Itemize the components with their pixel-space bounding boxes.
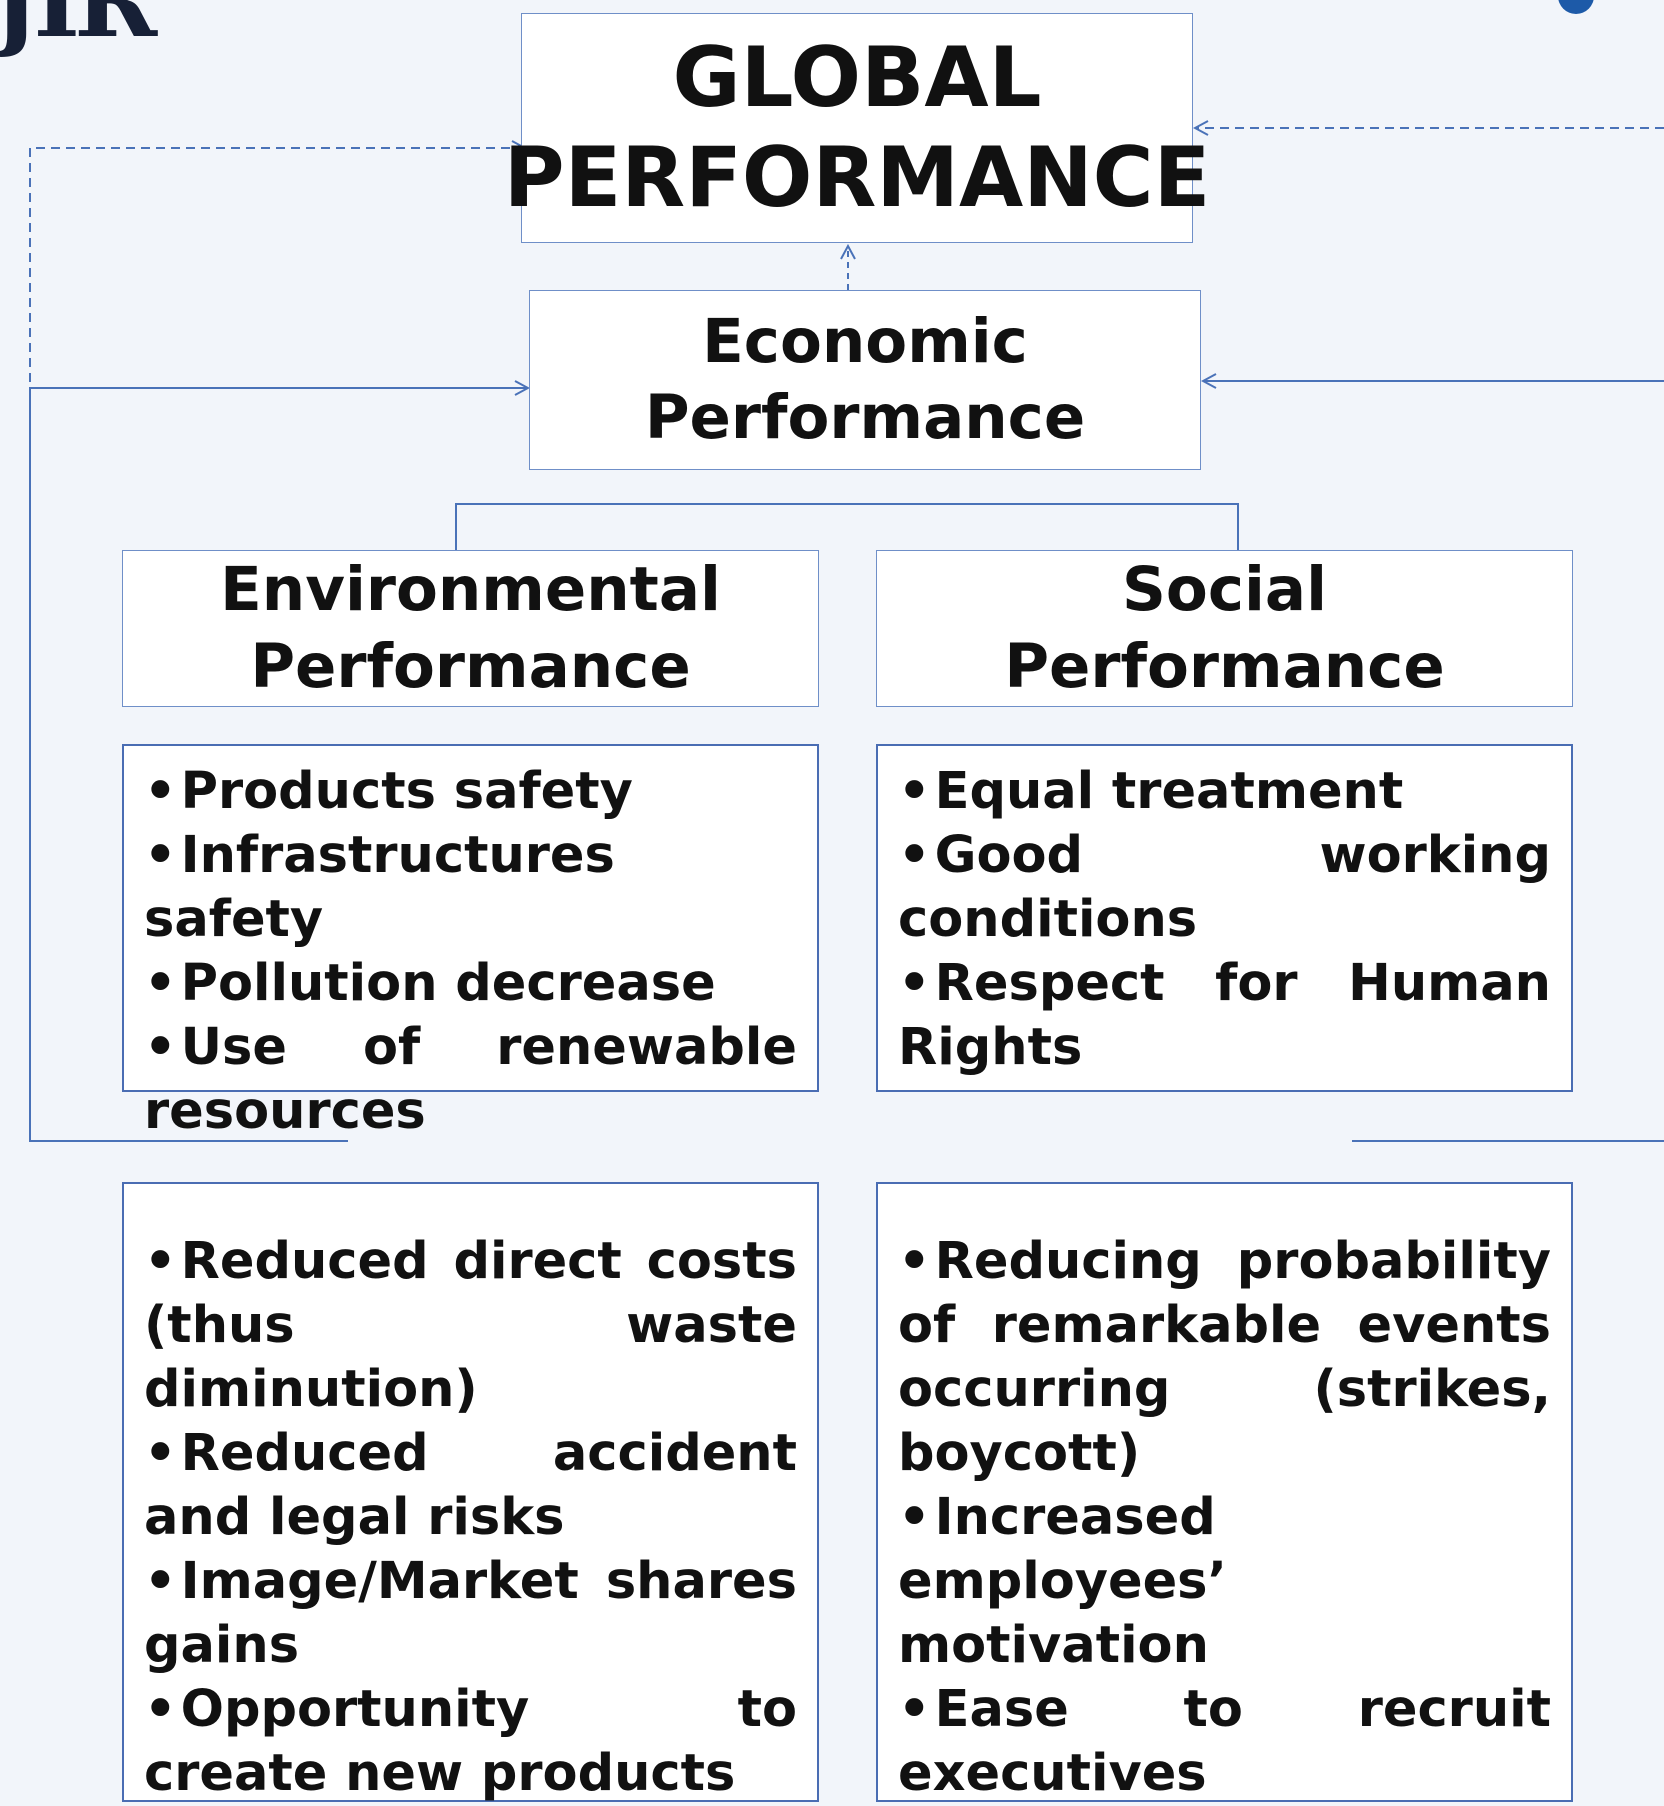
environmental-title-line2: Performance [250,630,691,702]
environmental-benefits-list: Reduced direct costs (thus waste diminut… [122,1182,819,1803]
global-title-line1: GLOBAL [672,29,1042,127]
list-item: Products safety [144,760,797,824]
list-item: Increased employees’ motivation [898,1486,1551,1678]
environmental-performance-box: Environmental Performance [122,550,819,707]
economic-title-line1: Economic [702,305,1028,377]
global-performance-box: GLOBAL PERFORMANCE [504,13,1210,243]
left-dashed-connector [29,148,525,382]
list-item: Pollution decrease [144,952,797,1016]
social-performance-box: Social Performance [876,550,1573,707]
economic-performance-box: Economic Performance [529,290,1201,470]
list-item: Good working conditions [898,824,1551,952]
list-item: Ease to recruit executives [898,1678,1551,1806]
branch-bracket [455,503,1239,550]
social-benefits-list: Reducing probability of remarkable event… [876,1182,1573,1803]
economic-title-line2: Performance [644,382,1086,453]
environmental-title-line1: Environmental [220,554,721,626]
list-item: Reduced direct costs (thus waste diminut… [144,1230,797,1422]
list-item: Infrastructures safety [144,824,797,952]
list-item: Use of renewable resources [144,1016,797,1144]
social-title-line1: Social [1122,554,1327,626]
list-item: Reduced accident and legal risks [144,1422,797,1550]
list-item: Respect for Human Rights [898,952,1551,1080]
logo-dot [1558,0,1594,14]
logo-fragment: JIR [0,0,157,60]
global-title-line2: PERFORMANCE [503,129,1211,226]
social-title-line2: Performance [1004,630,1445,702]
list-item: Reducing probability of remarkable event… [898,1230,1551,1486]
list-item: Equal treatment [898,760,1551,824]
list-item: Image/Market shares gains [144,1550,797,1678]
list-item: Opportunity to create new products [144,1678,797,1806]
environmental-items-list: Products safety Infrastructures safety P… [122,744,819,1141]
social-items-list: Equal treatment Good working conditions … [876,744,1573,1092]
